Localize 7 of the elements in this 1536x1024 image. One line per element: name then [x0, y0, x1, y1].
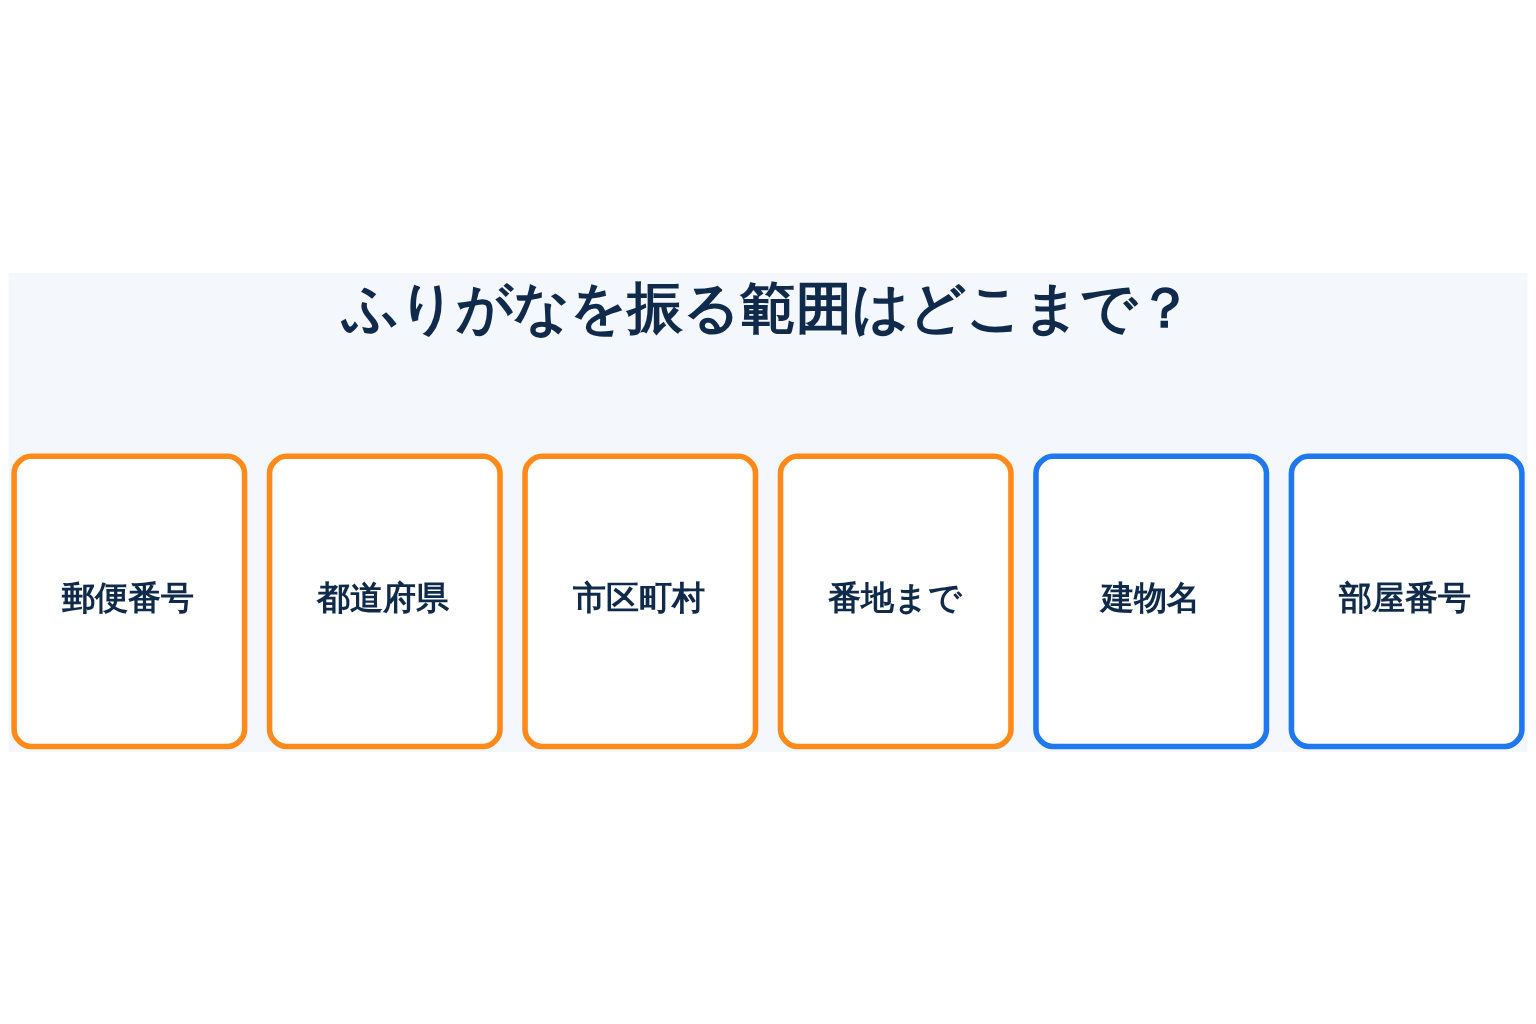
node-box: 都道府県 — [266, 453, 503, 749]
node-box: 番地まで — [777, 453, 1014, 749]
node-box: 建物名 — [1033, 453, 1270, 749]
diagram-title: ふりがなを振る範囲はどこまで？ — [342, 274, 1194, 340]
node-box: 郵便番号 — [11, 453, 248, 749]
node-box: 部屋番号 — [1288, 453, 1525, 749]
node-box: 市区町村 — [522, 453, 759, 749]
